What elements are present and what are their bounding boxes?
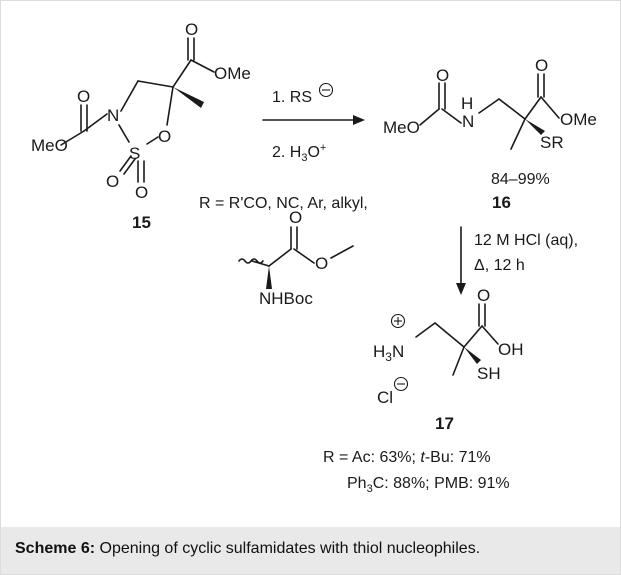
reagent-hcl: 12 M HCl (aq), [474, 232, 578, 249]
chloride-label: Cl [377, 388, 393, 407]
nitrogen-atom: N [107, 106, 119, 125]
reaction-arrow-2: 12 M HCl (aq), Δ, 12 h [456, 226, 578, 295]
caption-text: Opening of cyclic sulfamidates with thio… [95, 540, 481, 557]
ester-oxygen: O [185, 20, 198, 39]
sulfonyl-oxygen-2: O [135, 183, 148, 202]
nh-hydrogen: H [461, 94, 473, 113]
reagent-conditions: Δ, 12 h [474, 257, 525, 274]
sulfur-atom: S [129, 144, 140, 163]
carbonyl-oxygen: O [77, 87, 90, 106]
compound-number-15: 15 [132, 213, 151, 232]
compound-number-17: 17 [435, 414, 454, 433]
carbamate-oxygen: O [436, 66, 449, 85]
reagent-step-2: 2. H3O+ [272, 142, 326, 164]
ammonium-label: H3N [373, 342, 404, 364]
reagent-step-1: 1. RS [272, 89, 312, 106]
carbonyl-oxygen: O [289, 208, 302, 227]
compound-17: H3N O OH SH Cl 17 [373, 286, 524, 433]
ome-label: OMe [214, 64, 251, 83]
acid-oxygen: O [477, 286, 490, 305]
boc-amino-ester-fragment: O O NHBoc [238, 208, 354, 308]
reaction-scheme: MeO O N S O O O O OMe 15 1. RS 2. H3O+ [31, 20, 597, 495]
r-group-definition: R = R'CO, NC, Ar, alkyl, [199, 195, 368, 212]
figure-caption: Scheme 6: Opening of cyclic sulfamidates… [1, 527, 620, 574]
sh-label: SH [477, 364, 501, 383]
compound-number-16: 16 [492, 193, 511, 212]
yields-line-1: R = Ac: 63%; t-Bu: 71% [323, 449, 491, 466]
yield-range: 84–99% [491, 171, 550, 188]
ester-oxygen: O [535, 56, 548, 75]
reaction-arrow-1: 1. RS 2. H3O+ [262, 82, 365, 164]
compound-16: MeO O N H O OMe SR 84–99% 16 [383, 56, 597, 212]
ome-label: OMe [560, 110, 597, 129]
nhboc-label: NHBoc [259, 289, 313, 308]
sr-label: SR [540, 133, 564, 152]
yields-line-2: Ph3C: 88%; PMB: 91% [347, 475, 510, 495]
compound-15: MeO O N S O O O O OMe 15 [31, 20, 251, 232]
meo-label: MeO [31, 136, 68, 155]
caption-label: Scheme 6: [15, 540, 96, 557]
ester-oxygen: O [315, 254, 328, 273]
nitrogen-atom: N [462, 112, 474, 131]
sulfonyl-oxygen-1: O [106, 172, 119, 191]
ring-oxygen: O [158, 127, 171, 146]
meo-label: MeO [383, 118, 420, 137]
oh-label: OH [498, 340, 524, 359]
